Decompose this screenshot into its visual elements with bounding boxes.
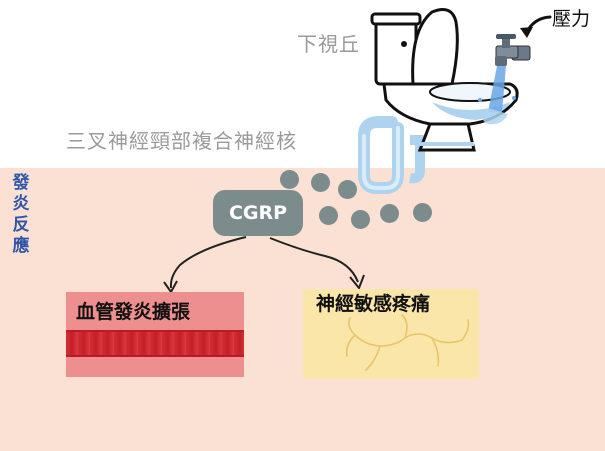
- trigeminal-nucleus-label: 三叉神經頸部複合神經核: [66, 129, 297, 153]
- inflammation-label: 發炎反應: [12, 173, 30, 256]
- cgrp-molecule: [311, 173, 330, 192]
- cgrp-label: CGRP: [228, 202, 288, 224]
- arrowhead-nerve: [349, 274, 365, 290]
- nerve-icon: [345, 314, 470, 371]
- cgrp-node: CGRP: [213, 190, 303, 236]
- faucet-icon: [478, 34, 531, 125]
- pressure-arrowhead: [520, 27, 533, 38]
- pressure-label: 壓力: [552, 8, 591, 30]
- cgrp-molecule: [351, 210, 370, 229]
- vasodilation-label: 血管發炎擴張: [76, 301, 191, 323]
- cgrp-molecule: [413, 203, 432, 222]
- hypothalamus-label: 下視丘: [297, 32, 360, 56]
- toilet-icon: [370, 8, 519, 152]
- cgrp-molecule: [338, 180, 357, 199]
- cgrp-molecule: [380, 204, 399, 223]
- blood-vessel-icon: [66, 330, 244, 357]
- nerve-sensitization-label: 神經敏感疼痛: [316, 293, 431, 315]
- arrow-to-nerve: [269, 237, 359, 283]
- cgrp-molecule: [280, 170, 299, 189]
- nerve-sensitization-panel: [303, 289, 479, 379]
- cgrp-molecule: [319, 206, 338, 225]
- drain-pipe-icon: [358, 116, 425, 194]
- arrow-to-vasodilation: [169, 236, 247, 289]
